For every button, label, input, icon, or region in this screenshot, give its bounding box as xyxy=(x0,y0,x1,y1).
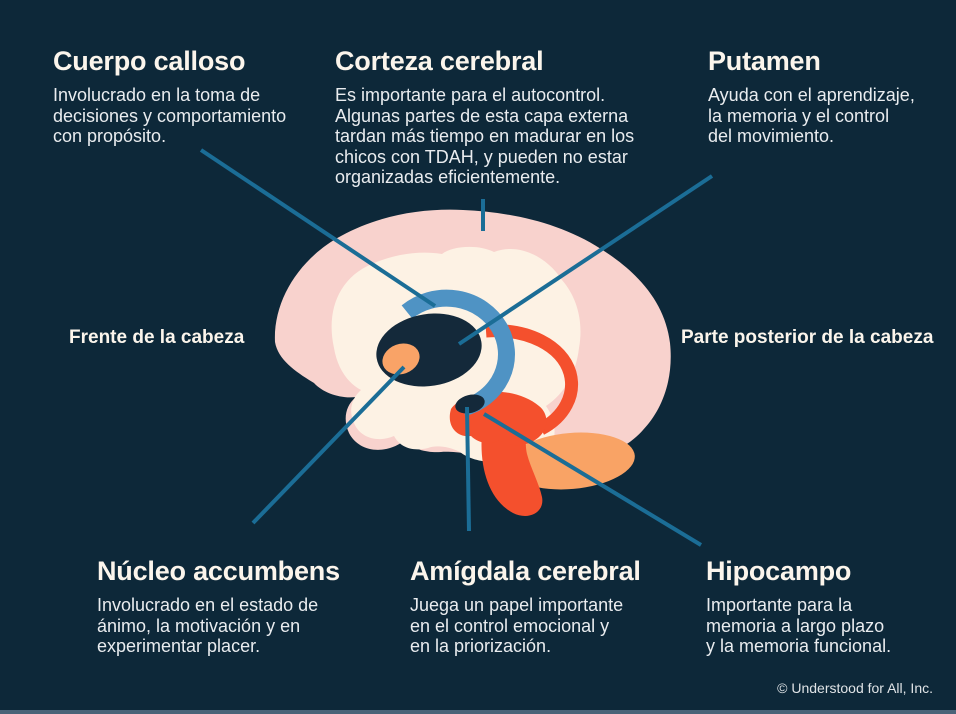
nucleus-accumbens-shape xyxy=(382,343,420,375)
label-hipocampo: Hipocampo Importante para la memoria a l… xyxy=(706,556,891,657)
label-hipocampo-body: Importante para la memoria a largo plazo… xyxy=(706,595,892,656)
leader-line-cuerpo-calloso xyxy=(199,148,437,308)
orientation-back-label: Parte posterior de la cabeza xyxy=(681,327,934,348)
bottom-edge-strip xyxy=(0,710,956,714)
label-amigdala-cerebral: Amígdala cerebral Juega un papel importa… xyxy=(410,556,641,657)
label-putamen: Putamen Ayuda con el aprendizaje, la mem… xyxy=(708,46,915,147)
label-amigdala-cerebral-body: Juega un papel importante en el control … xyxy=(410,595,624,656)
label-nucleo-accumbens-body: Involucrado en el estado de ánimo, la mo… xyxy=(97,595,319,656)
label-cuerpo-calloso: Cuerpo calloso Involucrado en la toma de… xyxy=(53,46,286,147)
label-putamen-title: Putamen xyxy=(708,46,821,76)
leader-line-hipocampo xyxy=(482,412,703,547)
copyright-text: © Understood for All, Inc. xyxy=(777,680,933,696)
hippocampus-arc-shape xyxy=(485,324,578,435)
label-hipocampo-title: Hipocampo xyxy=(706,556,852,586)
label-cuerpo-calloso-title: Cuerpo calloso xyxy=(53,46,246,76)
amygdala-shape xyxy=(455,394,485,414)
label-corteza-cerebral: Corteza cerebral Es importante para el a… xyxy=(335,46,634,188)
label-amigdala-cerebral-title: Amígdala cerebral xyxy=(410,556,641,586)
label-corteza-cerebral-title: Corteza cerebral xyxy=(335,46,544,76)
corpus-callosum-arc xyxy=(401,289,515,417)
leader-line-amigdala xyxy=(465,406,471,532)
leader-line-nucleo-accumbens xyxy=(251,365,406,525)
label-cuerpo-calloso-body: Involucrado en la toma de decisiones y c… xyxy=(53,85,287,146)
label-nucleo-accumbens-title: Núcleo accumbens xyxy=(97,556,340,586)
label-putamen-body: Ayuda con el aprendizaje, la memoria y e… xyxy=(708,85,915,146)
label-nucleo-accumbens: Núcleo accumbens Involucrado en el estad… xyxy=(97,556,340,657)
orientation-front-label: Frente de la cabeza xyxy=(69,327,245,348)
label-corteza-cerebral-body: Es importante para el autocontrol. Algun… xyxy=(335,85,635,187)
leader-line-putamen xyxy=(457,174,714,346)
